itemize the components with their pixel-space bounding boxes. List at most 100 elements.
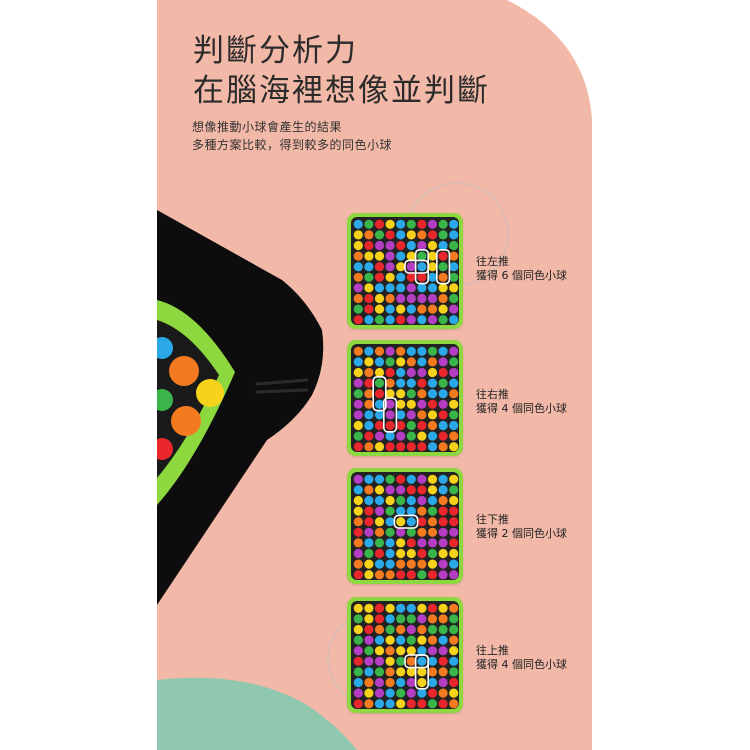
ball — [374, 346, 385, 356]
ball — [417, 240, 427, 251]
ball — [449, 548, 459, 559]
ball — [417, 410, 427, 420]
ball — [427, 410, 438, 420]
ball — [374, 656, 385, 666]
description-line: 想像推動小球會產生的結果 — [192, 120, 343, 134]
ball — [396, 389, 406, 399]
ball — [364, 367, 374, 378]
ball — [374, 367, 385, 378]
ball — [353, 656, 363, 666]
ball — [396, 506, 406, 516]
ball — [438, 378, 448, 388]
ball — [396, 646, 406, 656]
ball — [364, 667, 374, 677]
ball — [438, 410, 448, 420]
ball — [406, 527, 416, 537]
board-push-down — [347, 468, 463, 584]
ball — [353, 283, 363, 293]
ball — [406, 495, 416, 506]
ball — [438, 614, 448, 624]
ball — [406, 367, 416, 378]
ball — [364, 251, 374, 261]
ball — [374, 614, 385, 624]
ball — [385, 495, 395, 506]
ball — [385, 283, 395, 293]
ball — [374, 304, 385, 314]
ball — [385, 272, 395, 282]
ball — [417, 506, 427, 516]
ball — [374, 624, 385, 635]
ball — [396, 614, 406, 624]
ball — [406, 442, 416, 452]
ball — [385, 346, 395, 356]
ball — [353, 315, 363, 325]
ball — [374, 548, 385, 559]
ball — [438, 219, 448, 229]
ball — [396, 548, 406, 559]
ball — [364, 399, 374, 409]
ball — [449, 240, 459, 251]
ball — [353, 378, 363, 388]
ball — [406, 538, 416, 548]
ball — [353, 389, 363, 399]
highlight-outline — [393, 514, 419, 529]
page-subtitle: 在腦海裡想像並判斷 — [193, 73, 490, 109]
caption-direction: 往左推 — [476, 255, 509, 268]
ball — [417, 474, 427, 484]
ball — [374, 272, 385, 282]
ball — [396, 367, 406, 378]
ball — [406, 570, 416, 580]
ball — [374, 262, 385, 272]
page-title: 判斷分析力 — [193, 33, 358, 69]
ball — [353, 603, 363, 613]
ball — [417, 262, 427, 272]
ball — [396, 357, 406, 367]
ball — [417, 251, 427, 261]
ball — [374, 485, 385, 495]
ball — [427, 699, 438, 709]
ball — [353, 420, 363, 431]
ball — [374, 420, 385, 431]
ball — [406, 559, 416, 569]
ball — [353, 346, 363, 356]
caption-result: 獲得 2 個同色小球 — [476, 527, 567, 540]
ball — [374, 389, 385, 399]
ball — [438, 624, 448, 635]
ball — [396, 485, 406, 495]
ball — [449, 442, 459, 452]
ball — [438, 474, 448, 484]
ball — [417, 656, 427, 666]
ball — [406, 667, 416, 677]
ball — [385, 624, 395, 635]
ball — [374, 527, 385, 537]
ball — [385, 219, 395, 229]
ball — [406, 262, 416, 272]
ball — [353, 230, 363, 240]
ball — [427, 646, 438, 656]
ball — [385, 315, 395, 325]
ball — [353, 624, 363, 635]
ball — [438, 485, 448, 495]
ball — [417, 699, 427, 709]
ball — [396, 272, 406, 282]
ball — [374, 506, 385, 516]
ball — [385, 442, 395, 452]
ball — [438, 656, 448, 666]
ball — [438, 251, 448, 261]
ball — [406, 378, 416, 388]
ball — [449, 603, 459, 613]
ball — [427, 667, 438, 677]
ball — [353, 367, 363, 378]
ball — [449, 688, 459, 698]
ball — [438, 699, 448, 709]
ball — [406, 646, 416, 656]
caption-push-up: 往上推 獲得 4 個同色小球 — [476, 644, 567, 672]
ball — [438, 635, 448, 645]
highlight-outline — [404, 259, 430, 274]
ball — [438, 538, 448, 548]
ball — [427, 570, 438, 580]
ball — [449, 614, 459, 624]
ball — [449, 656, 459, 666]
ball — [364, 431, 374, 441]
ball — [364, 272, 374, 282]
